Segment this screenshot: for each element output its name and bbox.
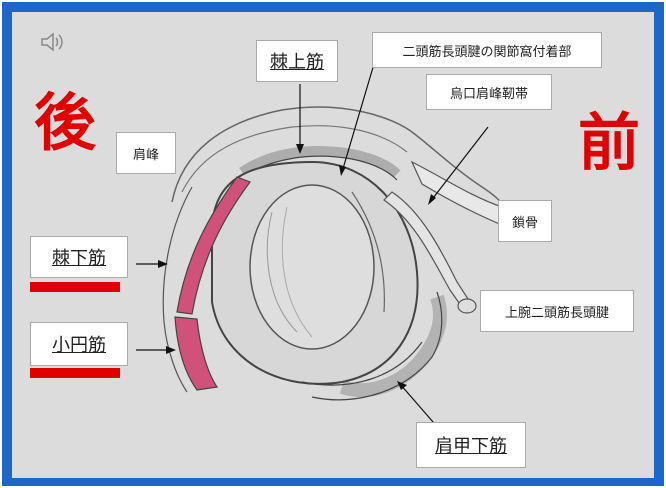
label-biceps-origin: 二頭筋長頭腱の関節窩付着部 bbox=[372, 32, 602, 68]
label-coracoacromial-ligament: 烏口肩峰靭帯 bbox=[426, 74, 552, 110]
teres-minor-highlight-bar bbox=[30, 368, 120, 378]
infraspinatus-highlight-bar bbox=[30, 282, 120, 292]
label-infraspinatus: 棘下筋 bbox=[30, 236, 128, 278]
label-teres-minor: 小円筋 bbox=[30, 322, 128, 366]
slide: 後 前 棘上筋 二頭筋長頭腱の関節窩付着部 烏口肩峰靭帯 肩峰 鎖骨 棘下筋 小… bbox=[12, 12, 654, 478]
posterior-label: 後 bbox=[34, 86, 97, 159]
anterior-label: 前 bbox=[578, 106, 641, 179]
label-acromion: 肩峰 bbox=[116, 132, 176, 174]
label-subscapularis: 肩甲下筋 bbox=[416, 422, 526, 468]
label-clavicle: 鎖骨 bbox=[498, 200, 552, 242]
label-supraspinatus: 棘上筋 bbox=[256, 40, 338, 82]
label-biceps-tendon: 上腕二頭筋長頭腱 bbox=[480, 290, 634, 332]
speaker-icon[interactable] bbox=[40, 30, 66, 54]
shoulder-diagram bbox=[136, 63, 513, 431]
